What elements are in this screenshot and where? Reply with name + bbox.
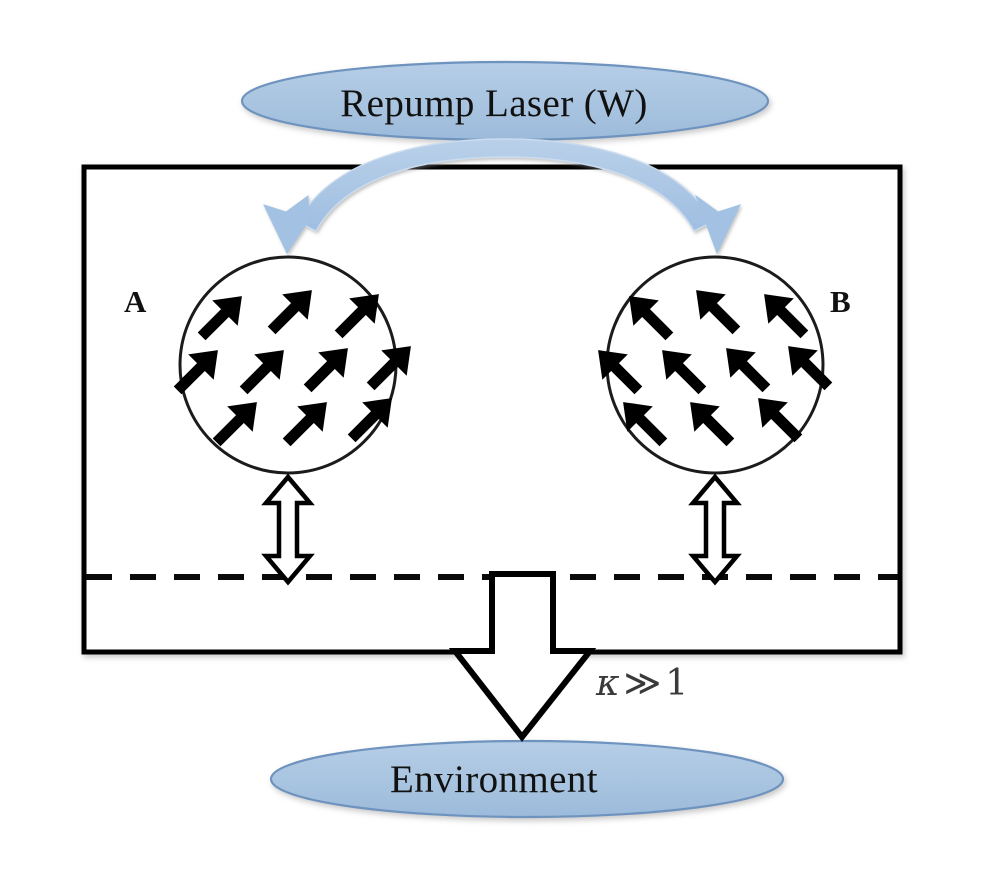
- repump-curved-double-arrow: [263, 138, 741, 255]
- coupling-arrow-a: [261, 473, 315, 586]
- cavity-decay-arrow: [448, 571, 597, 742]
- repump-laser-ellipse: [240, 60, 770, 142]
- ensemble-circle-b: [605, 255, 825, 475]
- coupling-arrow-b: [688, 473, 742, 586]
- environment-ellipse: [269, 739, 785, 819]
